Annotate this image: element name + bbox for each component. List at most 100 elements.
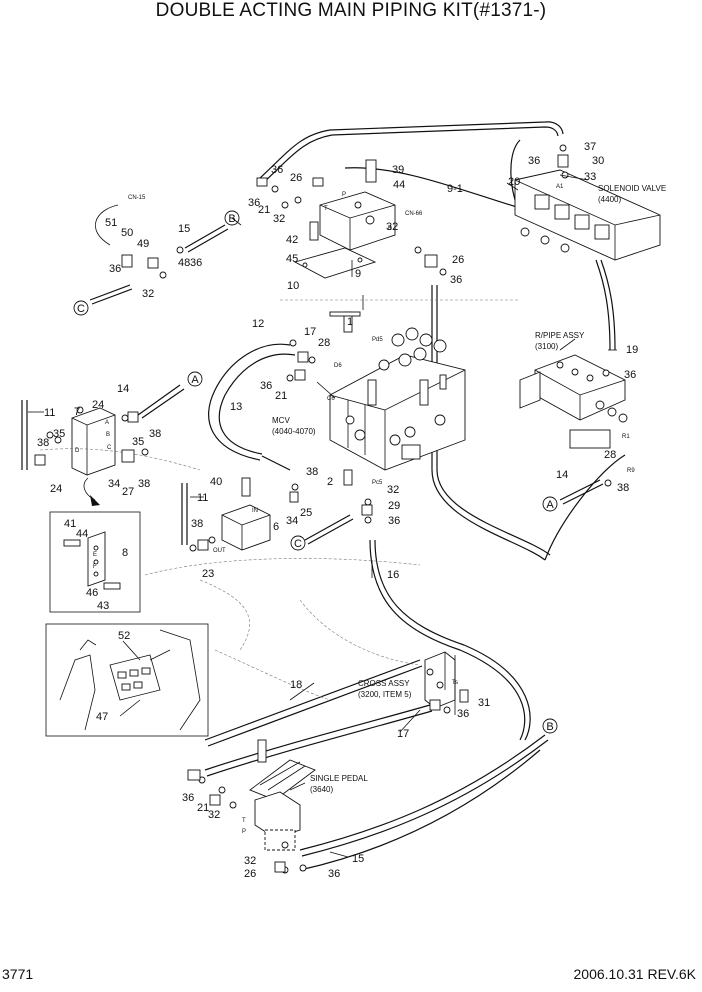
block-7 bbox=[71, 406, 116, 476]
callout: 24 bbox=[92, 399, 104, 411]
callout: 31 bbox=[478, 697, 490, 709]
cross-assy-label: CROSS ASSY bbox=[358, 679, 410, 688]
mcv-label: MCV bbox=[272, 416, 290, 425]
marker-a-right: A bbox=[546, 499, 554, 511]
port-label: CN-66 bbox=[405, 211, 423, 217]
callout: 12 bbox=[252, 318, 264, 330]
port-label: B bbox=[388, 226, 392, 232]
callout: 28 bbox=[604, 449, 616, 461]
block-6 bbox=[221, 477, 271, 551]
callout: 9-1 bbox=[447, 183, 463, 195]
port-label: D6 bbox=[334, 363, 342, 369]
port-label: T bbox=[324, 206, 328, 212]
callout: 23 bbox=[202, 568, 214, 580]
marker-b-top: B bbox=[228, 213, 235, 225]
callout: 36 bbox=[182, 792, 194, 804]
callout: 8 bbox=[122, 547, 128, 559]
callout: 7 bbox=[74, 406, 80, 418]
port-label: CN-15 bbox=[128, 195, 146, 201]
callout: 38 bbox=[138, 478, 150, 490]
callout: 26 bbox=[244, 868, 256, 880]
pressure-block-9 bbox=[293, 159, 396, 279]
solenoid-valve bbox=[514, 169, 661, 261]
port-label: OUT bbox=[213, 548, 226, 554]
callout: 17 bbox=[304, 326, 316, 338]
detail-arrow bbox=[83, 477, 96, 501]
detail-arrowhead bbox=[90, 495, 100, 506]
callout: 40 bbox=[210, 476, 222, 488]
callout: 26 bbox=[290, 172, 302, 184]
callout: 28 bbox=[318, 337, 330, 349]
revision-date: 2006.10.31 REV.6K bbox=[573, 966, 696, 982]
callout-labels: 1 2 6 7 8 9 9-1 10 11 11 12 13 14 14 15 … bbox=[37, 141, 638, 880]
mcv-code: (4040-4070) bbox=[272, 427, 316, 436]
port-label: E bbox=[93, 552, 97, 558]
callout: 51 bbox=[105, 217, 117, 229]
callout: 36 bbox=[190, 257, 202, 269]
callout: 17 bbox=[397, 728, 409, 740]
callout: 38 bbox=[306, 466, 318, 478]
callout: 36 bbox=[624, 369, 636, 381]
callout: 15 bbox=[352, 853, 364, 865]
callout: 32 bbox=[244, 855, 256, 867]
callout: 32 bbox=[273, 213, 285, 225]
callout: 38 bbox=[617, 482, 629, 494]
detail-box-8 bbox=[49, 511, 141, 613]
letter-markers bbox=[73, 210, 558, 734]
callout: 2 bbox=[327, 476, 333, 488]
callout: 16 bbox=[387, 569, 399, 581]
callout: 21 bbox=[197, 802, 209, 814]
callout: 20 bbox=[508, 176, 520, 188]
port-label: Pd5 bbox=[372, 337, 383, 343]
cross-assy-code: (3200, ITEM 5) bbox=[358, 690, 412, 699]
callout: 39 bbox=[392, 164, 404, 176]
callout: 19 bbox=[626, 344, 638, 356]
chassis-outline bbox=[39, 299, 520, 701]
callout: 36 bbox=[248, 197, 260, 209]
page-title: DOUBLE ACTING MAIN PIPING KIT(#1371-) bbox=[155, 0, 547, 21]
callout: 25 bbox=[300, 507, 312, 519]
r-pipe-label: R/PIPE ASSY bbox=[535, 331, 585, 340]
single-pedal-label: SINGLE PEDAL bbox=[310, 774, 368, 783]
single-pedal-code: (3640) bbox=[310, 785, 333, 794]
port-label: R1 bbox=[622, 434, 630, 440]
r-pipe-assembly bbox=[519, 354, 628, 449]
callout: 13 bbox=[230, 401, 242, 413]
callout: 36 bbox=[450, 274, 462, 286]
callout: 36 bbox=[388, 515, 400, 527]
callout: 48 bbox=[178, 257, 190, 269]
cross-assembly bbox=[424, 651, 456, 715]
port-label: F bbox=[93, 564, 97, 570]
callout: 24 bbox=[50, 483, 62, 495]
marker-a-left: A bbox=[191, 374, 199, 386]
port-label: A bbox=[105, 420, 109, 426]
marker-c-mid: C bbox=[294, 538, 302, 550]
callout: 34 bbox=[286, 515, 298, 527]
port-label: R9 bbox=[627, 468, 635, 474]
port-label: Ts bbox=[452, 680, 458, 686]
main-control-valve bbox=[329, 311, 466, 486]
callout: 9 bbox=[355, 268, 361, 280]
port-label: P bbox=[242, 829, 246, 835]
fittings bbox=[34, 144, 612, 874]
callout: 26 bbox=[452, 254, 464, 266]
callout: 14 bbox=[117, 383, 129, 395]
callout: 47 bbox=[96, 711, 108, 723]
callout: 44 bbox=[393, 179, 405, 191]
callout: 49 bbox=[137, 238, 149, 250]
callout: 45 bbox=[286, 253, 298, 265]
page-number: 3771 bbox=[2, 966, 34, 982]
port-label: P bbox=[342, 192, 346, 198]
callout: 37 bbox=[584, 141, 596, 153]
port-label: C bbox=[107, 445, 112, 451]
marker-c-left: C bbox=[77, 303, 85, 315]
callout: 33 bbox=[584, 171, 596, 183]
callout: 36 bbox=[328, 868, 340, 880]
callout: 35 bbox=[53, 428, 65, 440]
callout: 44 bbox=[76, 528, 88, 540]
callout: 32 bbox=[208, 809, 220, 821]
solenoid-valve-code: (4400) bbox=[598, 195, 621, 204]
callout: 46 bbox=[86, 587, 98, 599]
solenoid-valve-label: SOLENOID VALVE bbox=[598, 184, 666, 193]
